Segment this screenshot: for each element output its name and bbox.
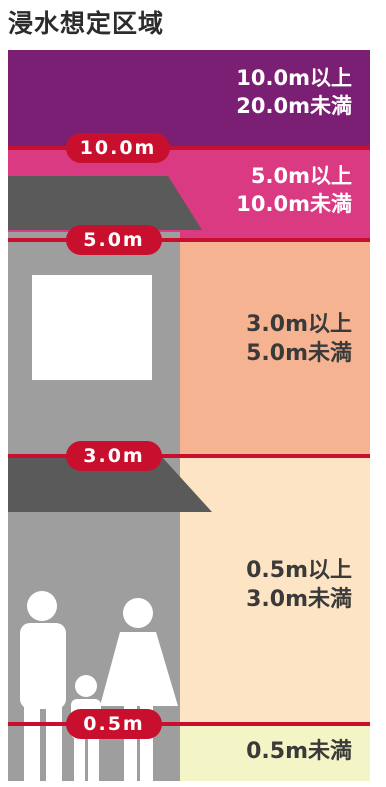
- level-badge-10: 10.0m: [66, 133, 170, 163]
- band-label-05-3: 0.5m以上 3.0m未満: [246, 556, 352, 614]
- level-line-10: [8, 146, 370, 150]
- band-label-line2: 20.0m未満: [236, 93, 352, 118]
- band-label-0-05: 0.5m未満: [246, 737, 352, 766]
- band-label-3-5: 3.0m以上 5.0m未満: [246, 310, 352, 368]
- band-label-line1: 0.5m以上: [246, 558, 352, 583]
- band-10-20: 10.0m以上 20.0m未満: [8, 50, 370, 148]
- level-line-3: [8, 454, 370, 458]
- band-label-line1: 10.0m以上: [236, 66, 352, 90]
- adult-male-figure: [20, 591, 66, 782]
- band-label-line1: 0.5m未満: [246, 739, 352, 764]
- level-badge-5: 5.0m: [66, 225, 162, 255]
- band-label-5-10: 5.0m以上 10.0m未満: [236, 163, 352, 218]
- level-badge-05: 0.5m: [66, 709, 162, 739]
- lower-roof: [8, 457, 212, 512]
- band-label-line2: 3.0m未満: [246, 587, 352, 613]
- page-title: 浸水想定区域: [8, 9, 165, 38]
- band-label-line1: 3.0m以上: [246, 312, 352, 337]
- band-label-10-20: 10.0m以上 20.0m未満: [236, 65, 352, 120]
- level-badge-3: 3.0m: [66, 441, 162, 471]
- level-line-05: [8, 722, 370, 726]
- upper-roof: [8, 176, 202, 230]
- band-label-line2: 5.0m未満: [246, 341, 352, 367]
- band-label-line1: 5.0m以上: [250, 164, 352, 188]
- band-label-line2: 10.0m未満: [236, 191, 352, 216]
- level-line-5: [8, 238, 370, 242]
- window: [32, 275, 152, 380]
